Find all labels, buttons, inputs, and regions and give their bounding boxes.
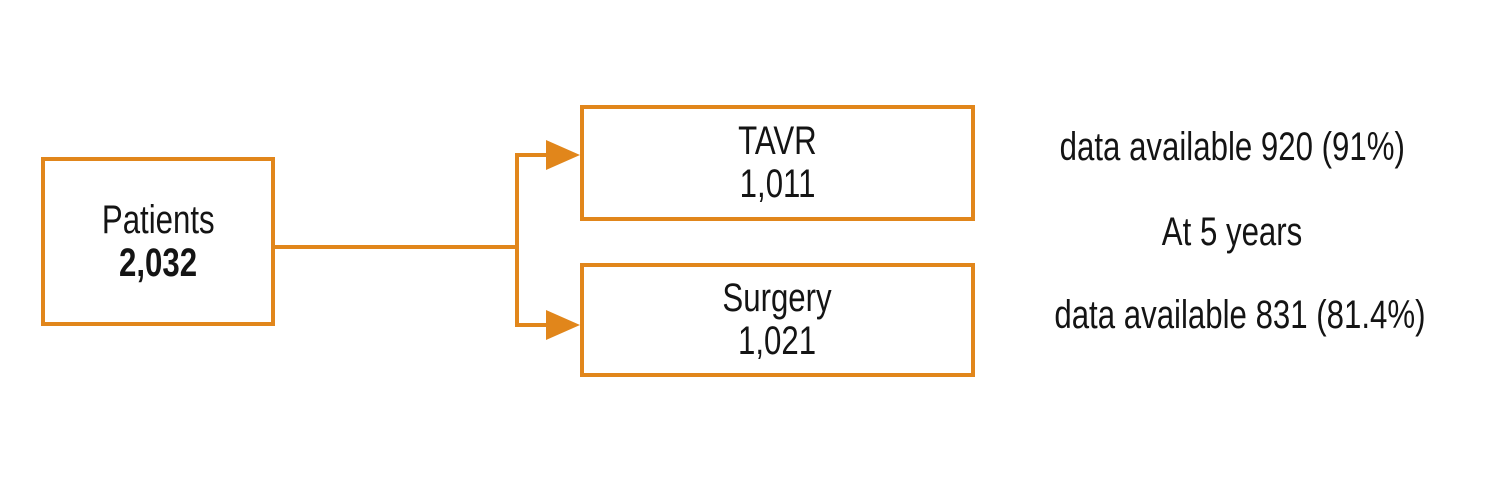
node-tavr-label: TAVR (727, 120, 828, 163)
node-surgery-value-text: 1,021 (738, 319, 817, 363)
node-surgery-label-text: Surgery (722, 276, 833, 320)
annotation-timepoint: At 5 years (1002, 212, 1462, 252)
annotation-surgery-data-available-text: data available 831 (81.4%) (1054, 293, 1426, 337)
node-patients-value-text: 2,032 (118, 240, 198, 285)
node-patients-value: 2,032 (108, 240, 208, 285)
arrowhead-surgery-icon (546, 310, 580, 340)
arrowhead-tavr-icon (546, 140, 580, 170)
node-tavr: TAVR 1,011 (580, 105, 975, 221)
node-tavr-label-text: TAVR (738, 119, 817, 163)
node-surgery-label: Surgery (707, 277, 847, 320)
node-patients: Patients 2,032 (41, 157, 275, 326)
node-tavr-value: 1,011 (729, 163, 826, 206)
connector-patients-to-split (275, 245, 519, 249)
connector-branch-surgery (515, 323, 549, 327)
annotation-timepoint-text: At 5 years (1161, 210, 1303, 254)
node-patients-label-text: Patients (101, 197, 215, 242)
node-tavr-value-text: 1,011 (739, 162, 816, 206)
node-surgery: Surgery 1,021 (580, 263, 975, 377)
connector-branch-tavr (515, 153, 549, 157)
connector-split-vertical (515, 153, 519, 327)
annotation-tavr-data-available-text: data available 920 (91%) (1059, 125, 1405, 169)
node-patients-label: Patients (86, 197, 231, 242)
annotation-tavr-data-available: data available 920 (91%) (1002, 127, 1462, 167)
annotation-surgery-data-available: data available 831 (81.4%) (1002, 295, 1462, 335)
node-surgery-value: 1,021 (727, 320, 827, 363)
